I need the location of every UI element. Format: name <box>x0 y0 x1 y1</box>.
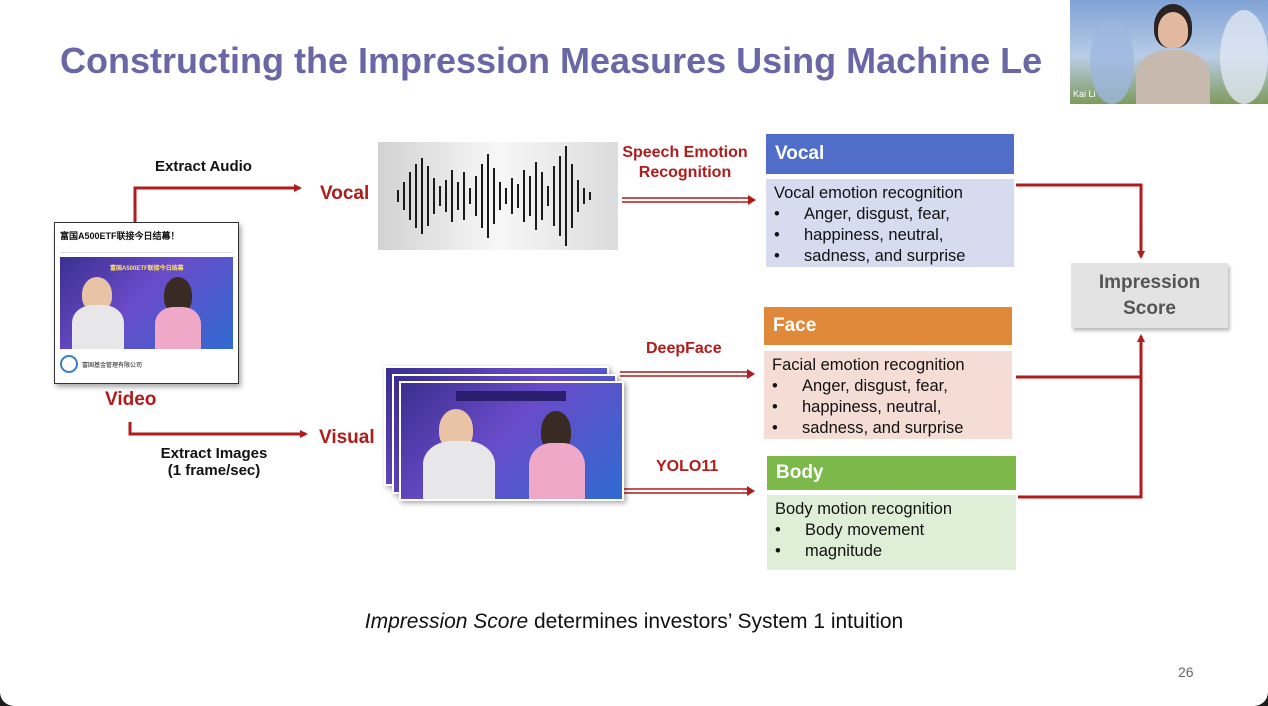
video-frame-front <box>399 381 624 501</box>
vocal-label: Vocal <box>320 183 370 204</box>
speech-emotion-label: Speech Emotion Recognition <box>622 144 748 181</box>
face-box-body: Facial emotion recognition Anger, disgus… <box>764 351 1012 439</box>
extract-images-label: Extract Images (1 frame/sec) <box>160 445 268 479</box>
body-box: Body Body motion recognition Body moveme… <box>767 456 1016 570</box>
slide-title: Constructing the Impression Measures Usi… <box>60 40 1043 81</box>
face-box: Face Facial emotion recognition Anger, d… <box>764 307 1012 439</box>
page-number: 26 <box>1178 664 1194 680</box>
thumbnail-title: 富国A500ETF联接今日结幕！ <box>60 231 180 241</box>
vocal-box-body: Vocal emotion recognition Anger, disgust… <box>766 179 1014 267</box>
thumbnail-frame: 富国A500ETF联接今日结幕 <box>60 257 233 349</box>
body-box-body: Body motion recognition Body movement ma… <box>767 495 1016 570</box>
arrow-vocal-to-impression <box>1016 183 1145 259</box>
audio-waveform <box>378 142 618 250</box>
video-label: Video <box>105 389 157 410</box>
arrow-extract-audio <box>133 184 302 222</box>
vocal-box-header: Vocal <box>766 134 1014 174</box>
webcam-participant-name: Kai Li <box>1073 89 1096 99</box>
webcam-tile[interactable] <box>1070 0 1268 104</box>
arrow-body-to-impression <box>1018 334 1145 499</box>
arrow-to-body-box <box>620 488 749 494</box>
deepface-label: DeepFace <box>646 340 722 357</box>
slide-caption: Impression Score determines investors’ S… <box>364 610 904 633</box>
vocal-box: Vocal Vocal emotion recognition Anger, d… <box>766 134 1014 267</box>
yolo-label: YOLO11 <box>656 458 719 475</box>
arrow-to-face-box <box>620 371 749 377</box>
face-box-header: Face <box>764 307 1012 345</box>
body-box-header: Body <box>767 456 1016 490</box>
arrow-extract-images <box>128 422 308 438</box>
extract-audio-label: Extract Audio <box>155 158 252 175</box>
video-thumbnail: 富国A500ETF联接今日结幕！ 富国A500ETF联接今日结幕 富国基金管理有… <box>54 222 239 384</box>
impression-score-box: Impression Score <box>1071 263 1228 328</box>
thumbnail-company: 富国基金管理有限公司 <box>82 362 143 369</box>
company-logo <box>60 355 78 373</box>
arrow-to-vocal-box <box>622 197 750 203</box>
visual-label: Visual <box>319 427 375 448</box>
